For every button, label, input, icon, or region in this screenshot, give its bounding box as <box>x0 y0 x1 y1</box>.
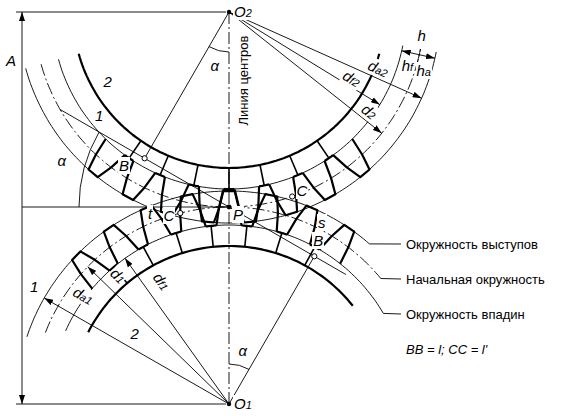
dimension-line <box>22 12 23 404</box>
tooth-division <box>260 165 264 186</box>
tooth-division <box>317 141 329 158</box>
diameter-label: da2 <box>365 56 393 81</box>
tooth-division <box>176 233 182 253</box>
diameter-label: d2 <box>358 100 381 124</box>
leader-line <box>383 313 401 315</box>
radius-line <box>145 12 229 158</box>
axis-label: Линия центров <box>236 34 251 126</box>
angle-arc <box>229 364 249 369</box>
circle-name: Окружность выступов <box>405 237 539 252</box>
height-label: h <box>417 27 427 44</box>
tooth-division <box>211 226 213 247</box>
diameter-label: df2 <box>339 66 365 91</box>
circle-name: Начальная окружность <box>405 272 546 287</box>
tooth-division <box>194 165 198 186</box>
gear-tooth <box>104 225 139 264</box>
diameter-line <box>229 12 380 105</box>
tooth-division <box>228 168 230 189</box>
pitch-circle <box>45 207 380 333</box>
gear-rim <box>88 246 353 332</box>
gear-tooth <box>333 139 369 177</box>
diameter-label: da1 <box>69 282 97 308</box>
contact-point <box>290 194 295 199</box>
gear-number: 1 <box>94 107 104 124</box>
pitch-point <box>227 205 232 210</box>
gear-tooth <box>180 194 206 231</box>
angle-label: α <box>209 57 220 74</box>
point-label: C <box>296 182 309 199</box>
contact-point <box>142 156 147 161</box>
tip-circle <box>27 191 370 337</box>
gear-number: 2 <box>103 73 113 90</box>
diameter-label: d1 <box>107 263 131 287</box>
line-of-action <box>60 110 346 275</box>
diameter-label: df1 <box>149 268 174 294</box>
point-label: P <box>232 206 244 223</box>
angle-label: α <box>238 342 249 359</box>
diameter-line <box>125 258 229 404</box>
contact-point <box>312 254 317 259</box>
note-text: BB = l; CC = l' <box>405 342 488 357</box>
root-circle <box>66 225 384 331</box>
angle-arc <box>79 132 99 207</box>
leader-line <box>381 278 401 280</box>
contact-point <box>178 211 183 216</box>
leader-line <box>369 243 401 244</box>
center-point <box>227 402 231 406</box>
center-point <box>227 10 231 14</box>
diameter-line <box>229 12 422 98</box>
point-label: B <box>312 232 324 249</box>
height-label: hf <box>401 57 414 74</box>
center-label: O1 <box>233 395 253 412</box>
pitch-label: t <box>147 205 153 222</box>
thickness-label: s <box>317 214 327 231</box>
tooth-division <box>143 247 153 265</box>
extension-line <box>16 12 226 13</box>
radius-line <box>229 256 314 404</box>
gear-tooth <box>252 194 278 231</box>
point-label: B <box>118 157 130 174</box>
tooth-division <box>290 156 298 175</box>
diameter-line <box>88 267 229 404</box>
center-label: O2 <box>233 3 253 20</box>
angle-label: α <box>57 152 68 169</box>
circle-name: Окружность впадин <box>405 307 526 322</box>
gear-number: 2 <box>129 325 139 342</box>
point-label: C <box>163 207 176 224</box>
diameter-line <box>229 12 382 133</box>
gear-tooth <box>320 225 355 264</box>
gear-rim <box>79 54 380 168</box>
extension-line <box>16 404 226 405</box>
gear-number: 1 <box>29 278 39 295</box>
tooth-division <box>160 156 168 175</box>
dimension-label: A <box>5 52 17 69</box>
height-label: ha <box>416 62 432 79</box>
angle-arc <box>209 47 229 52</box>
tooth-division <box>245 226 247 247</box>
